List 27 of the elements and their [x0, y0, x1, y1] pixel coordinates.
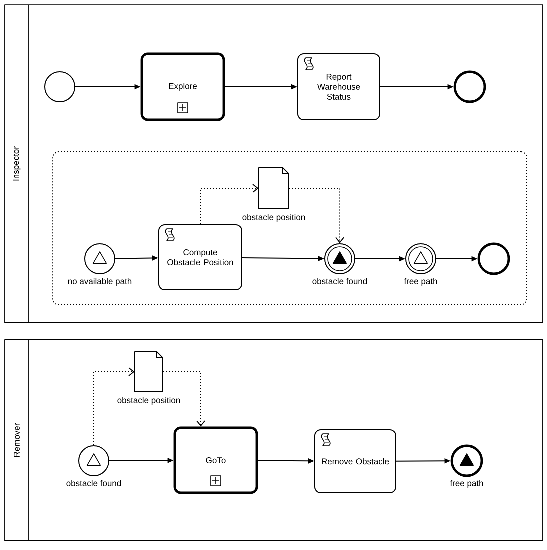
task-box: Compute Obstacle Position [158, 224, 242, 290]
event-label: free path [404, 278, 438, 286]
event-circle [44, 72, 76, 102]
association-arrow [162, 372, 206, 427]
event-circle [450, 444, 484, 478]
event-subprocess-frame [52, 152, 528, 306]
event-circle [324, 244, 356, 274]
event-circle [406, 244, 436, 274]
event-circle [84, 244, 116, 274]
association-arrow [200, 184, 259, 225]
task-box: Remove Obstacle [314, 430, 396, 494]
association-arrow [288, 188, 344, 244]
event-label: obstacle found [312, 278, 368, 284]
data-object [258, 168, 290, 210]
event-label: no available path [68, 278, 132, 286]
event-circle [78, 446, 110, 476]
event-circle [454, 70, 486, 104]
event-circle [478, 242, 510, 276]
data-object [134, 352, 164, 392]
event-label: free path [450, 480, 484, 488]
task-box: Report Warehouse Status [298, 54, 380, 120]
event-label: obstacle found [66, 480, 122, 486]
event-label: obstacle position [242, 214, 306, 222]
event-label: obstacle position [118, 397, 180, 406]
subprocess-box: GoTo [174, 426, 258, 494]
subprocess-box: Explore [140, 52, 226, 122]
association-arrow [94, 368, 135, 446]
